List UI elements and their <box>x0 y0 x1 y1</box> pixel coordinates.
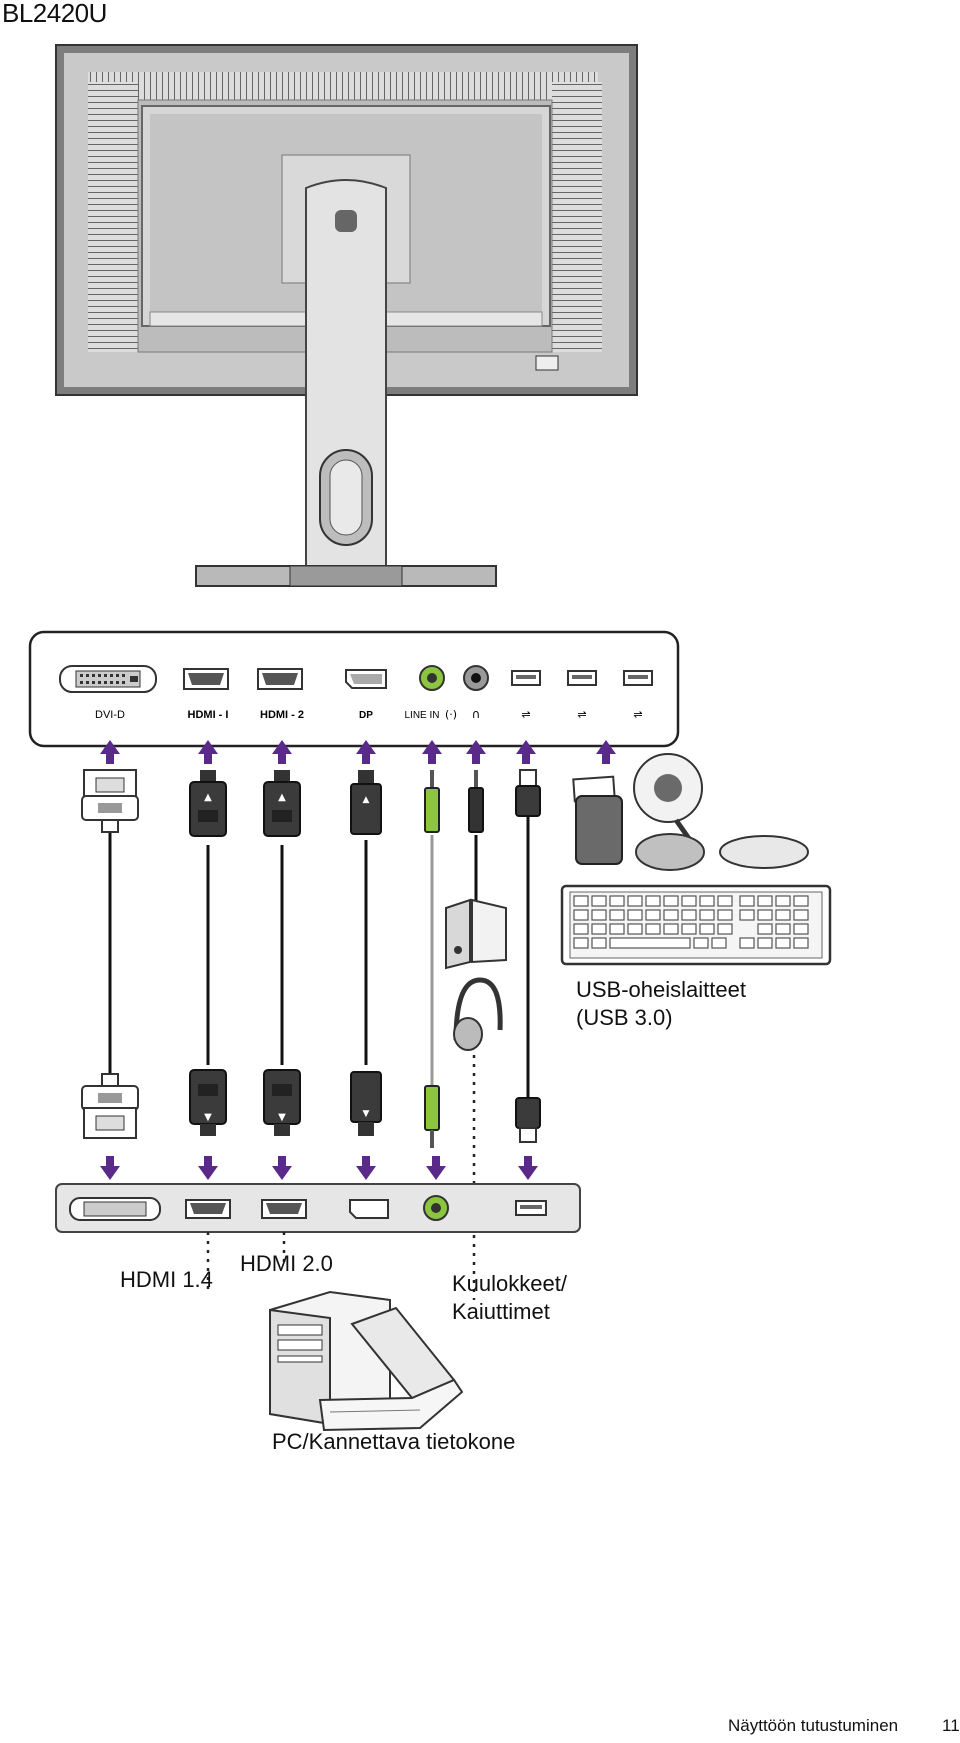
line-in-plug-bottom <box>424 1085 440 1148</box>
speakers-icon <box>445 898 507 970</box>
cables <box>108 815 530 1100</box>
up-arrow-hdmi1 <box>198 740 218 764</box>
monitor-port-panel: DVI-D HDMI - I HDMI - 2 DP LINE IN (·) ∩… <box>28 630 680 748</box>
down-arrow-hdmi1 <box>198 1156 218 1180</box>
dvi-port-label: DVI-D <box>95 709 125 721</box>
up-arrow-headphone <box>466 740 486 764</box>
up-arrow-usb-cable <box>516 740 536 764</box>
pc-audio-jack <box>423 1195 449 1221</box>
down-arrow-hdmi2 <box>272 1156 292 1180</box>
pc-hdmi20-port <box>261 1199 307 1219</box>
dvi-connector-top <box>81 769 139 833</box>
model-title: BL2420U <box>2 0 107 28</box>
line-in-label: LINE IN <box>404 710 439 721</box>
down-arrows <box>100 1156 538 1180</box>
webcam-icon <box>633 753 705 871</box>
monitor-stand <box>195 179 497 587</box>
svg-text:▲: ▲ <box>363 795 370 805</box>
line-in-plug-top <box>424 770 440 833</box>
headphones-speakers-label-line2: Kaiuttimet <box>452 1299 550 1324</box>
headphone-icon: ∩ <box>472 707 481 721</box>
usb-devices-label-line1: USB-oheislaitteet <box>576 977 746 1002</box>
pc-dvi-port <box>69 1197 161 1221</box>
usb-devices-label-line2: (USB 3.0) <box>576 1005 673 1030</box>
usb-icon-3: ⇌ <box>633 708 642 721</box>
hdmi2-port-label: HDMI - 2 <box>260 709 304 721</box>
svg-text:▲: ▲ <box>278 792 286 803</box>
hdmi2-connector-top: ▲ <box>263 770 301 837</box>
usb-port-2 <box>567 670 597 686</box>
usb-plug-bottom <box>515 1097 541 1143</box>
up-arrow-dp <box>356 740 376 764</box>
usb-port-1 <box>511 670 541 686</box>
up-arrow-usb-devices <box>596 740 616 764</box>
hdmi1-port-label: HDMI - I <box>188 709 229 721</box>
hdmi1-connector-bottom: ▼ <box>189 1069 227 1136</box>
down-arrow-usb <box>518 1156 538 1180</box>
dp-port <box>345 669 387 689</box>
dp-connector-top: ▲ <box>350 770 382 835</box>
footer-page-number: 11 <box>942 1716 960 1735</box>
hdmi1-port <box>183 668 229 690</box>
headphone-jack <box>463 665 489 691</box>
svg-text:▲: ▲ <box>204 792 212 803</box>
headphones-icon <box>453 977 503 1051</box>
hdmi14-label: HDMI 1.4 <box>120 1267 213 1292</box>
headphone-plug <box>468 770 484 833</box>
svg-text:▼: ▼ <box>278 1112 286 1123</box>
headphones-speakers-label-line1: Kuulokkeet/ <box>452 1271 567 1296</box>
pc-dp-port <box>349 1199 389 1219</box>
svg-text:▼: ▼ <box>363 1109 370 1119</box>
hdmi1-connector-top: ▲ <box>189 770 227 837</box>
mouse-icon <box>719 835 809 869</box>
footer-section-title: Näyttöön tutustuminen <box>728 1716 899 1735</box>
down-arrow-dvi <box>100 1156 120 1180</box>
pc-hdmi14-port <box>185 1199 231 1219</box>
up-arrow-line-in <box>422 740 442 764</box>
hdmi20-label: HDMI 2.0 <box>240 1251 333 1276</box>
usb-icon-1: ⇌ <box>521 708 530 721</box>
dvi-connector-bottom <box>81 1073 139 1139</box>
usb-flash-drive-icon <box>572 775 623 865</box>
down-arrow-dp <box>356 1156 376 1180</box>
line-in-jack <box>419 665 445 691</box>
pc-label: PC/Kannettava tietokone <box>272 1429 516 1454</box>
dp-port-label: DP <box>359 710 373 721</box>
dvi-port <box>59 665 157 693</box>
keyboard-icon <box>560 884 832 966</box>
usb-port-3 <box>623 670 653 686</box>
up-arrows <box>100 740 616 764</box>
pc-usb-port <box>515 1200 547 1216</box>
audio-wave-icon: (·) <box>445 708 457 721</box>
hdmi2-connector-bottom: ▼ <box>263 1069 301 1136</box>
dp-connector-bottom: ▼ <box>350 1071 382 1136</box>
up-arrow-hdmi2 <box>272 740 292 764</box>
pc-port-panel <box>55 1183 581 1233</box>
up-arrow-dvi <box>100 740 120 764</box>
laptop-icon <box>318 1306 464 1432</box>
usb-plug-top <box>515 769 541 817</box>
svg-text:▼: ▼ <box>204 1112 212 1123</box>
hdmi2-port <box>257 668 303 690</box>
usb-icon-2: ⇌ <box>577 708 586 721</box>
down-arrow-line-in <box>426 1156 446 1180</box>
